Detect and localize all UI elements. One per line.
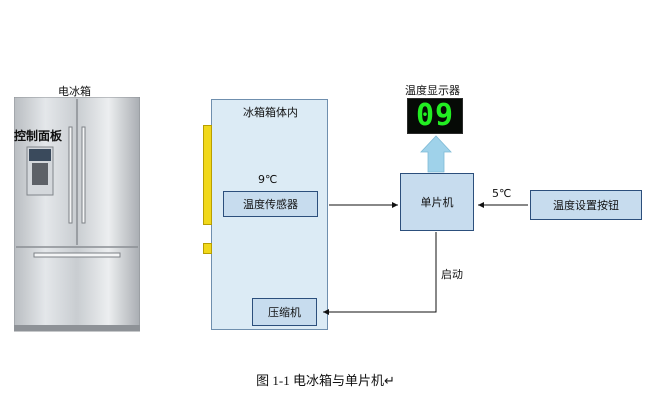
start-label: 启动 [441, 268, 463, 281]
temperature-reading: 9℃ [258, 173, 278, 186]
cabinet-inside-label: 冰箱箱体内 [243, 106, 298, 119]
door-strip-bottom [203, 243, 212, 254]
mcu-to-compressor-arrow [323, 232, 437, 315]
fridge-image [14, 97, 140, 332]
compressor-box: 压缩机 [252, 298, 317, 326]
temperature-display: 09 [407, 98, 463, 134]
display-digits: 09 [415, 98, 455, 133]
setpoint-label: 5℃ [492, 187, 512, 200]
door-strip-top [203, 125, 212, 225]
microcontroller-box: 单片机 [400, 173, 474, 231]
fridge-label: 电冰箱 [58, 85, 91, 98]
temperature-setting-button-box: 温度设置按钮 [530, 190, 642, 220]
temperature-sensor-box: 温度传感器 [223, 191, 318, 217]
mcu-to-display-arrow [420, 135, 452, 173]
figure-caption: 图 1-1 电冰箱与单片机↵ [256, 373, 395, 388]
control-panel-label: 控制面板 [14, 129, 63, 143]
display-title: 温度显示器 [405, 84, 460, 97]
